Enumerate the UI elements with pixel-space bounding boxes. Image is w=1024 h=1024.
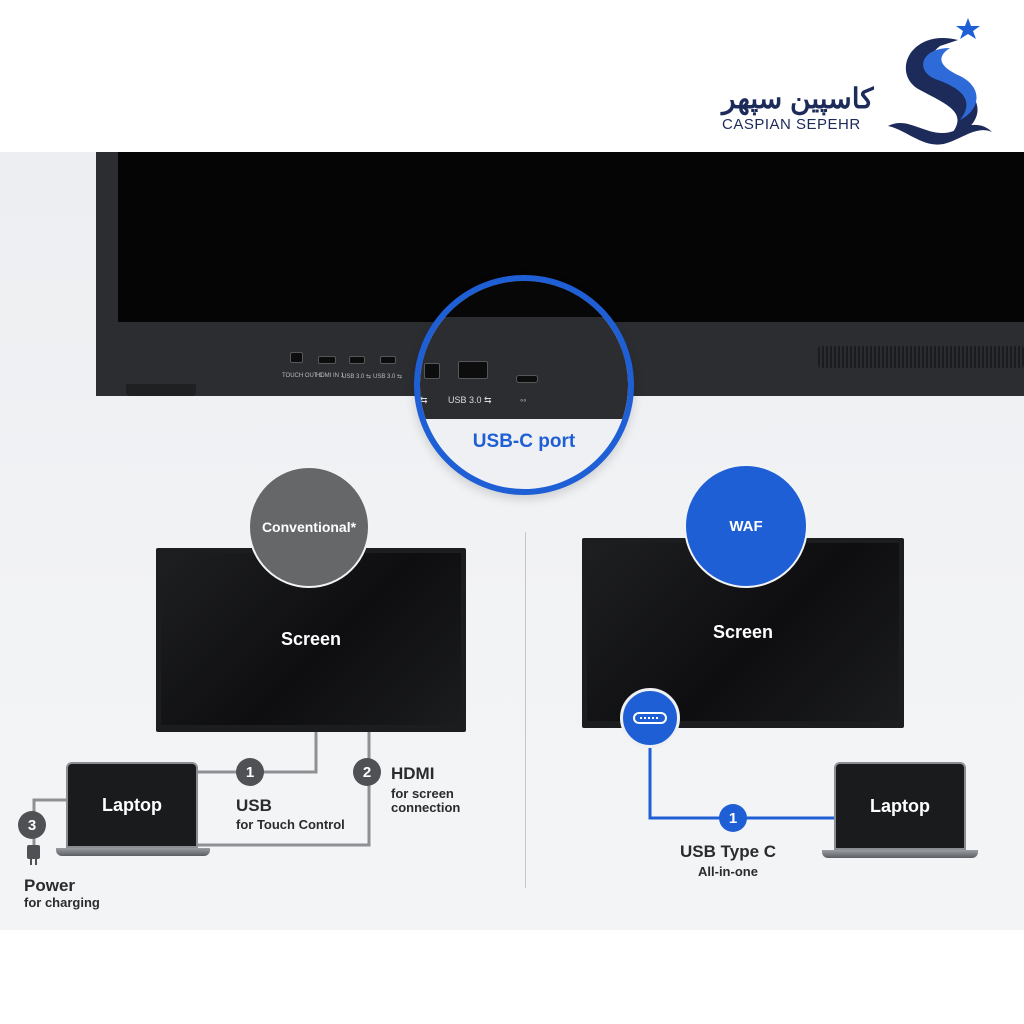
port-label: ⇆ [420, 395, 428, 405]
usb-c-port [516, 375, 538, 383]
port-label: USB 3.0 ⇆ [342, 374, 372, 380]
hdmi-label: HDMI [391, 764, 435, 783]
waf-badge: WAF [684, 464, 808, 588]
usb-c-connector-icon [620, 688, 680, 748]
power-sublabel: for charging [24, 895, 100, 910]
usb-c-zoom-callout: ⇆ USB 3.0 ⇆ ◦◦ USB-C port [414, 275, 634, 495]
conventional-badge: Conventional* [248, 466, 370, 588]
port-label: TOUCH OUT 1 [282, 373, 323, 379]
hdmi-sublabel-line1: for screen [391, 786, 454, 801]
laptop-base [822, 850, 978, 858]
port-label: USB 3.0 ⇆ [448, 395, 492, 405]
display-foot [126, 384, 196, 396]
hdmi-port [318, 356, 336, 364]
usb-port [424, 363, 440, 379]
waf-laptop: Laptop [834, 762, 966, 850]
speaker-grille [818, 346, 1024, 368]
step-number-2: 2 [353, 758, 381, 786]
touch-out-port [290, 352, 303, 363]
section-divider [525, 532, 526, 888]
usb-c-port-label: USB-C port [472, 431, 576, 452]
hdmi-sublabel-line2: connection [391, 800, 461, 815]
conventional-laptop: Laptop [66, 762, 198, 848]
usb-label: USB [236, 796, 272, 815]
logo-persian-text: کاسپین سپهر [722, 83, 874, 114]
caspian-sepehr-logo-icon [888, 18, 992, 145]
all-in-one-label: All-in-one [698, 864, 758, 879]
usb-port [349, 356, 365, 364]
step-number-3: 3 [18, 811, 46, 839]
power-label: Power [24, 876, 76, 895]
port-label: ◦◦ [520, 395, 527, 405]
usb-port [380, 356, 396, 364]
step-number-1: 1 [236, 758, 264, 786]
zoom-screen [420, 281, 628, 317]
waf-step-number-1: 1 [719, 804, 747, 832]
usb-3-port [458, 361, 488, 379]
logo-english-text: CASPIAN SEPEHR [722, 116, 861, 133]
usb-sublabel: for Touch Control [236, 817, 345, 832]
laptop-base [56, 848, 210, 856]
usb-type-c-label: USB Type C [680, 842, 777, 861]
port-label: USB 3.0 ⇆ [373, 374, 403, 380]
port-label: HDMI IN 1 [316, 373, 345, 379]
